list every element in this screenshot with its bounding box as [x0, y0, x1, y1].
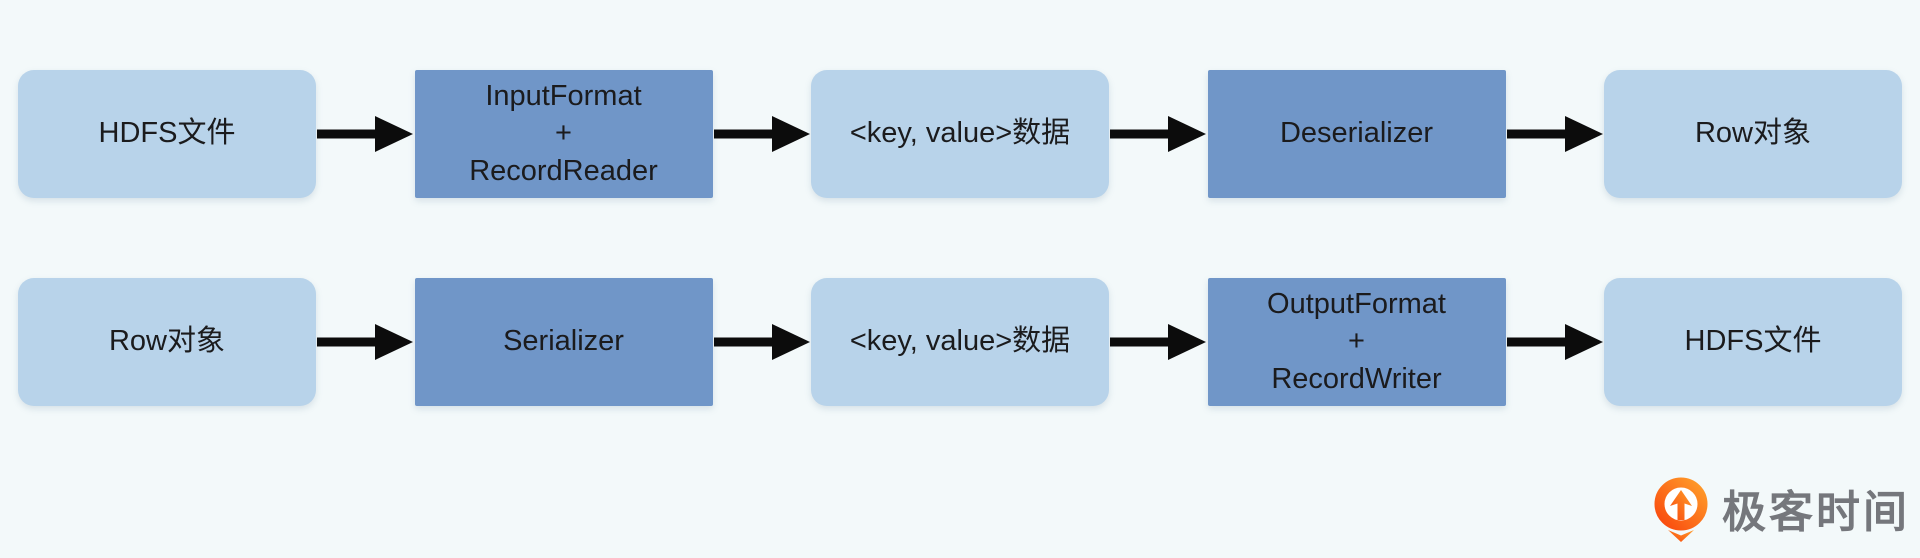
node-row-object-read: Row对象 [1604, 70, 1902, 198]
right-arrow-icon [1109, 111, 1208, 157]
right-arrow-icon [1506, 111, 1605, 157]
deserialization-flow-row: HDFS文件 InputFormat + RecordReader <key, … [0, 70, 1920, 198]
node-deserializer: Deserializer [1207, 70, 1506, 198]
node-inputformat-recordreader: InputFormat + RecordReader [414, 70, 713, 198]
right-arrow-icon [713, 319, 812, 365]
geektime-logo-text: 极客时间 [1722, 487, 1910, 537]
right-arrow-icon [316, 111, 415, 157]
node-outputformat-recordwriter: OutputFormat + RecordWriter [1207, 278, 1506, 406]
serialization-flow-row: Row对象 Serializer <key, value>数据 OutputFo… [0, 278, 1920, 406]
right-arrow-icon [316, 319, 415, 365]
node-key-value-data-write: <key, value>数据 [811, 278, 1109, 406]
right-arrow-icon [1109, 319, 1208, 365]
geektime-logo-icon [1652, 477, 1710, 548]
node-hdfs-file-read: HDFS文件 [18, 70, 316, 198]
node-key-value-data-read: <key, value>数据 [811, 70, 1109, 198]
right-arrow-icon [713, 111, 812, 157]
node-row-object-write: Row对象 [18, 278, 316, 406]
geektime-branding: 极客时间 [1652, 477, 1910, 548]
right-arrow-icon [1506, 319, 1605, 365]
node-hdfs-file-write: HDFS文件 [1604, 278, 1902, 406]
node-serializer: Serializer [414, 278, 713, 406]
